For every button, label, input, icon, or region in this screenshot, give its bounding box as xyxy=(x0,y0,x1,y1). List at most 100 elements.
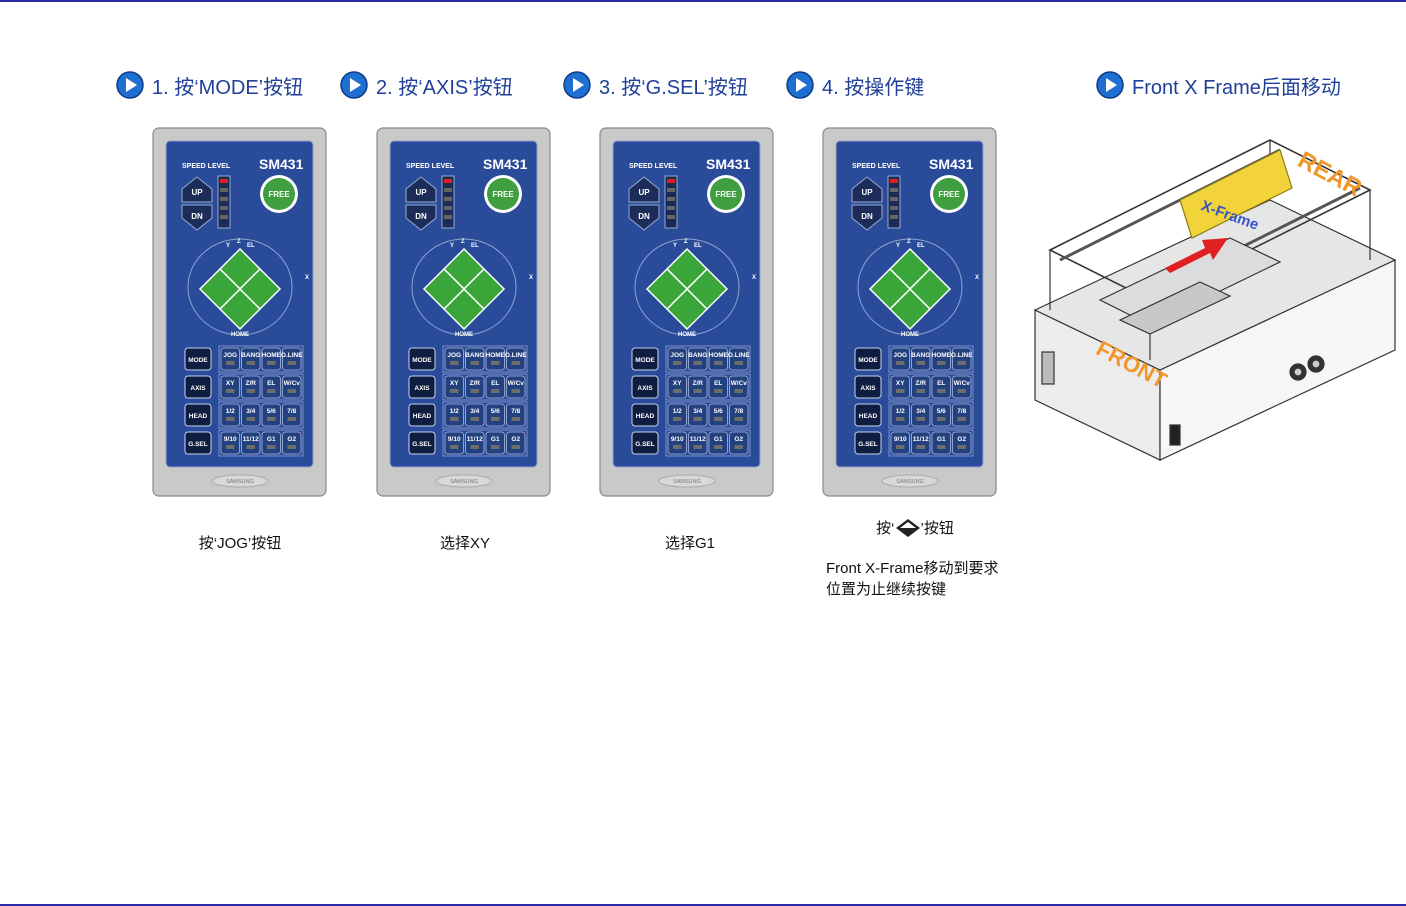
key-axis_keys-3[interactable]: W/Cv xyxy=(283,376,302,398)
left-button-3[interactable]: G.SEL xyxy=(632,432,658,454)
left-button-3[interactable]: G.SEL xyxy=(855,432,881,454)
key-head_keys-1[interactable]: 3/4 xyxy=(242,404,261,426)
key-gsel_keys-1[interactable]: 11/12 xyxy=(466,432,485,454)
svg-text:9/10: 9/10 xyxy=(448,436,461,443)
free-button[interactable]: FREE xyxy=(260,175,298,213)
key-axis_keys-3[interactable]: W/Cv xyxy=(953,376,972,398)
key-group_keys-0[interactable]: G1 xyxy=(262,432,281,454)
key-head_keys-3[interactable]: 7/8 xyxy=(730,404,749,426)
key-mode_keys-3[interactable]: O.LINE xyxy=(281,348,303,370)
left-button-1[interactable]: AXIS xyxy=(855,376,881,398)
key-group_keys-1[interactable]: G2 xyxy=(953,432,972,454)
left-button-0[interactable]: MODE xyxy=(185,348,211,370)
key-head_keys-2[interactable]: 5/6 xyxy=(932,404,951,426)
key-axis_keys-3[interactable]: W/Cv xyxy=(507,376,526,398)
key-mode_keys-0[interactable]: JOG xyxy=(445,348,464,370)
key-axis_keys-1[interactable]: Z/R xyxy=(242,376,261,398)
key-gsel_keys-0[interactable]: 9/10 xyxy=(668,432,687,454)
key-axis_keys-0[interactable]: XY xyxy=(891,376,910,398)
key-group_keys-1[interactable]: G2 xyxy=(507,432,526,454)
key-group_keys-0[interactable]: G1 xyxy=(486,432,505,454)
key-mode_keys-0[interactable]: JOG xyxy=(891,348,910,370)
left-button-3[interactable]: G.SEL xyxy=(185,432,211,454)
key-mode_keys-2[interactable]: HOME xyxy=(932,348,952,370)
key-gsel_keys-0[interactable]: 9/10 xyxy=(445,432,464,454)
key-axis_keys-2[interactable]: EL xyxy=(262,376,281,398)
key-mode_keys-3[interactable]: O.LINE xyxy=(728,348,750,370)
key-axis_keys-3[interactable]: W/Cv xyxy=(730,376,749,398)
svg-text:HOME: HOME xyxy=(231,332,249,338)
step-2-caption: 选择XY xyxy=(385,532,545,553)
key-mode_keys-2[interactable]: HOME xyxy=(486,348,506,370)
key-group_keys-0[interactable]: G1 xyxy=(709,432,728,454)
key-head_keys-2[interactable]: 5/6 xyxy=(709,404,728,426)
key-head_keys-1[interactable]: 3/4 xyxy=(466,404,485,426)
key-head_keys-0[interactable]: 1/2 xyxy=(445,404,464,426)
key-mode_keys-1[interactable]: BANG xyxy=(241,348,260,370)
svg-text:Z/R: Z/R xyxy=(916,380,927,387)
key-axis_keys-2[interactable]: EL xyxy=(709,376,728,398)
key-gsel_keys-1[interactable]: 11/12 xyxy=(242,432,261,454)
key-mode_keys-0[interactable]: JOG xyxy=(221,348,240,370)
key-gsel_keys-1[interactable]: 11/12 xyxy=(912,432,931,454)
key-axis_keys-2[interactable]: EL xyxy=(486,376,505,398)
key-mode_keys-1[interactable]: BANG xyxy=(688,348,707,370)
key-mode_keys-2[interactable]: HOME xyxy=(262,348,282,370)
left-button-2[interactable]: HEAD xyxy=(632,404,658,426)
key-axis_keys-0[interactable]: XY xyxy=(668,376,687,398)
key-gsel_keys-0[interactable]: 9/10 xyxy=(891,432,910,454)
free-button[interactable]: FREE xyxy=(930,175,968,213)
key-group_keys-1[interactable]: G2 xyxy=(283,432,302,454)
left-button-1[interactable]: AXIS xyxy=(185,376,211,398)
left-button-0[interactable]: MODE xyxy=(409,348,435,370)
key-axis_keys-2[interactable]: EL xyxy=(932,376,951,398)
key-mode_keys-1[interactable]: BANG xyxy=(911,348,930,370)
key-mode_keys-3[interactable]: O.LINE xyxy=(505,348,527,370)
left-button-0[interactable]: MODE xyxy=(632,348,658,370)
svg-text:BANG: BANG xyxy=(688,352,707,359)
left-button-3[interactable]: G.SEL xyxy=(409,432,435,454)
key-head_keys-0[interactable]: 1/2 xyxy=(891,404,910,426)
left-button-0[interactable]: MODE xyxy=(855,348,881,370)
key-mode_keys-0[interactable]: JOG xyxy=(668,348,687,370)
key-axis_keys-0[interactable]: XY xyxy=(221,376,240,398)
svg-text:1/2: 1/2 xyxy=(896,408,905,415)
svg-text:UP: UP xyxy=(191,188,203,197)
key-axis_keys-1[interactable]: Z/R xyxy=(689,376,708,398)
key-mode_keys-1[interactable]: BANG xyxy=(465,348,484,370)
free-button[interactable]: FREE xyxy=(484,175,522,213)
key-mode_keys-3[interactable]: O.LINE xyxy=(951,348,973,370)
svg-text:MODE: MODE xyxy=(858,357,878,364)
key-group_keys-1[interactable]: G2 xyxy=(730,432,749,454)
svg-text:HOME: HOME xyxy=(709,352,729,359)
svg-text:XY: XY xyxy=(450,380,459,387)
key-gsel_keys-1[interactable]: 11/12 xyxy=(689,432,708,454)
key-mode_keys-2[interactable]: HOME xyxy=(709,348,729,370)
key-head_keys-0[interactable]: 1/2 xyxy=(668,404,687,426)
key-head_keys-0[interactable]: 1/2 xyxy=(221,404,240,426)
left-button-1[interactable]: AXIS xyxy=(632,376,658,398)
left-button-1[interactable]: AXIS xyxy=(409,376,435,398)
key-axis_keys-0[interactable]: XY xyxy=(445,376,464,398)
key-head_keys-1[interactable]: 3/4 xyxy=(689,404,708,426)
svg-text:HOME: HOME xyxy=(678,332,696,338)
svg-text:G1: G1 xyxy=(937,436,946,443)
speed-level-label: SPEED LEVEL xyxy=(182,163,231,170)
key-head_keys-3[interactable]: 7/8 xyxy=(283,404,302,426)
key-gsel_keys-0[interactable]: 9/10 xyxy=(221,432,240,454)
free-button[interactable]: FREE xyxy=(707,175,745,213)
left-button-2[interactable]: HEAD xyxy=(409,404,435,426)
svg-text:3/4: 3/4 xyxy=(246,408,255,415)
key-group_keys-0[interactable]: G1 xyxy=(932,432,951,454)
key-head_keys-3[interactable]: 7/8 xyxy=(507,404,526,426)
svg-text:MODE: MODE xyxy=(412,357,432,364)
key-head_keys-3[interactable]: 7/8 xyxy=(953,404,972,426)
key-head_keys-2[interactable]: 5/6 xyxy=(262,404,281,426)
left-button-2[interactable]: HEAD xyxy=(855,404,881,426)
svg-text:Z/R: Z/R xyxy=(470,380,481,387)
key-head_keys-1[interactable]: 3/4 xyxy=(912,404,931,426)
key-axis_keys-1[interactable]: Z/R xyxy=(466,376,485,398)
key-axis_keys-1[interactable]: Z/R xyxy=(912,376,931,398)
key-head_keys-2[interactable]: 5/6 xyxy=(486,404,505,426)
left-button-2[interactable]: HEAD xyxy=(185,404,211,426)
